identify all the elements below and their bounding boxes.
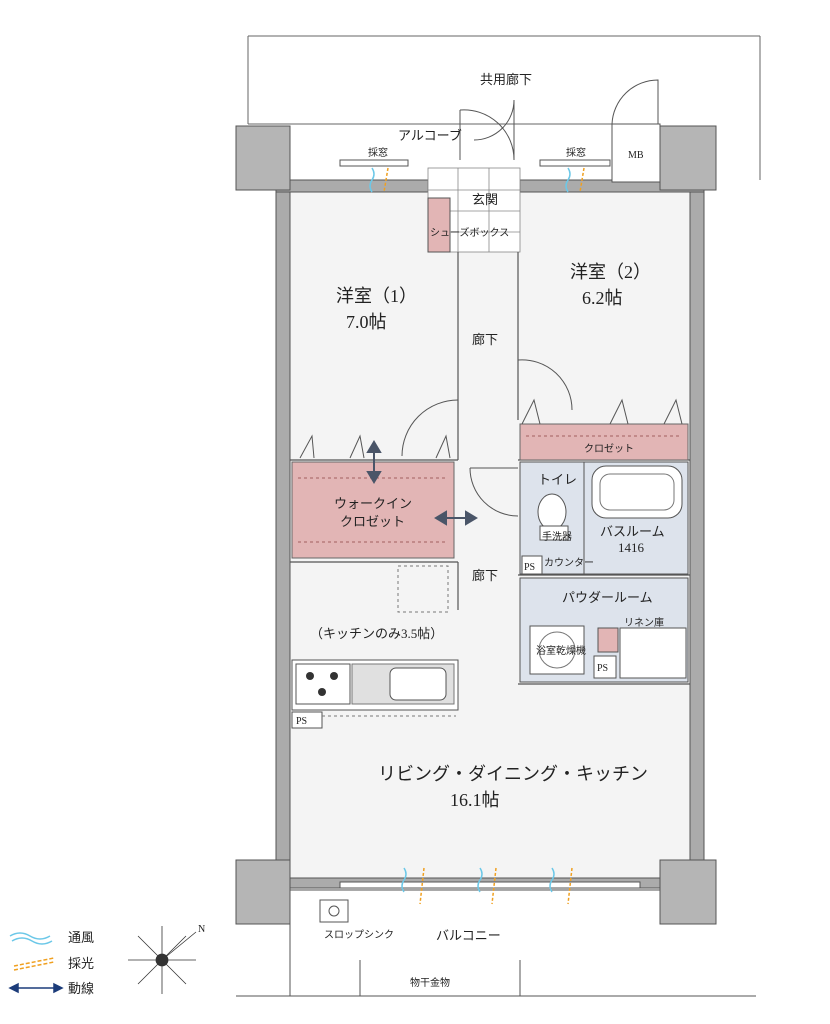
window-label-left: 採窓 bbox=[368, 146, 388, 159]
balcony-label: バルコニー bbox=[436, 928, 501, 943]
legend-label-movement: 動線 bbox=[68, 981, 94, 996]
ps-box-powder bbox=[593, 655, 617, 679]
dryer-label: 浴室乾燥機 bbox=[536, 644, 586, 657]
bathroom-label: バスルーム bbox=[600, 524, 665, 539]
bathtub bbox=[591, 465, 683, 519]
room-doors bbox=[401, 359, 573, 517]
ps-label-powder: PS bbox=[597, 663, 608, 674]
ldk-name: リビング・ダイニング・キッチン bbox=[378, 764, 648, 784]
balcony-windows bbox=[339, 881, 641, 889]
walkin-closet-doors bbox=[299, 434, 451, 459]
shoe-box-label: シューズボックス bbox=[430, 226, 509, 239]
slop-sink bbox=[319, 899, 349, 923]
mb-label: MB bbox=[628, 150, 644, 161]
legend-label-daylight: 採光 bbox=[68, 956, 94, 971]
drying-hardware-label: 物干金物 bbox=[410, 976, 450, 989]
compass-north-letter: N bbox=[198, 924, 205, 935]
ps-label-toilet: PS bbox=[524, 562, 535, 573]
ventilation-markers bbox=[369, 167, 571, 893]
compass-rose bbox=[128, 926, 197, 994]
counter-label: カウンター bbox=[544, 557, 594, 569]
hallway-label-top: 廊下 bbox=[472, 332, 498, 347]
window-label-right: 採窓 bbox=[566, 146, 586, 159]
powder-room-label: パウダールーム bbox=[562, 590, 653, 605]
double-arrow-icon bbox=[8, 982, 64, 994]
kitchen-counter bbox=[291, 659, 459, 729]
alcove-label: アルコーブ bbox=[398, 128, 462, 143]
shoe-box bbox=[427, 197, 451, 253]
balcony-area bbox=[236, 924, 756, 997]
western-room-2-name: 洋室（2） bbox=[570, 262, 651, 282]
kitchen-note: （キッチンのみ3.5帖） bbox=[310, 626, 443, 641]
walkin-closet-label-2: クロゼット bbox=[340, 514, 405, 529]
vanity bbox=[619, 627, 687, 679]
western-room-1-name: 洋室（1） bbox=[336, 286, 417, 306]
structural-columns bbox=[235, 125, 717, 925]
mb-box bbox=[611, 123, 661, 183]
ldk-size: 16.1帖 bbox=[450, 790, 500, 810]
western-room-2-size: 6.2帖 bbox=[582, 288, 623, 308]
daylight-markers bbox=[383, 167, 585, 905]
legend-label-ventilation: 通風 bbox=[68, 930, 94, 945]
entrance-label: 玄関 bbox=[472, 192, 498, 207]
ps-box-toilet bbox=[521, 555, 543, 575]
entrance-door bbox=[459, 99, 515, 161]
top-windows bbox=[339, 159, 611, 167]
common-corridor-label: 共用廊下 bbox=[480, 72, 532, 87]
closet bbox=[519, 423, 689, 461]
sink-label: 手洗器 bbox=[542, 530, 572, 543]
ps-label-kitchen: PS bbox=[296, 716, 307, 727]
movement-arrows bbox=[366, 440, 478, 526]
hallway-label-mid: 廊下 bbox=[472, 568, 498, 583]
slop-sink-label: スロップシンク bbox=[324, 929, 394, 941]
walkin-closet-label-1: ウォークイン bbox=[334, 496, 412, 511]
pantry bbox=[397, 565, 449, 613]
wave-icon bbox=[9, 932, 53, 945]
western-room-1-size: 7.0帖 bbox=[346, 312, 387, 332]
toilet-bowl bbox=[537, 493, 567, 531]
closet-label: クロゼット bbox=[584, 443, 634, 455]
closet-doors bbox=[521, 398, 683, 425]
bathroom-size: 1416 bbox=[618, 540, 645, 555]
common-corridor-area bbox=[247, 35, 761, 180]
linen-storage bbox=[597, 627, 619, 653]
toilet-label: トイレ bbox=[538, 472, 577, 487]
linen-label: リネン庫 bbox=[624, 616, 664, 629]
light-icon bbox=[13, 957, 55, 971]
